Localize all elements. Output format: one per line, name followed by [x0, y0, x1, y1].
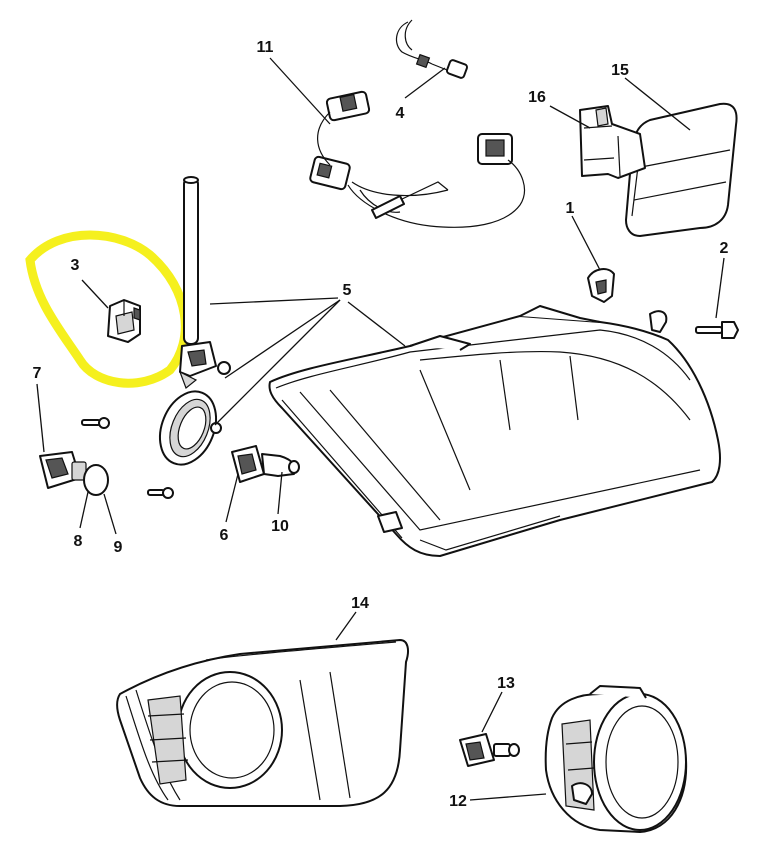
callout-3: 3	[71, 257, 80, 274]
sensor-part-4	[395, 19, 469, 79]
callout-7: 7	[33, 365, 42, 382]
callout-4: 4	[396, 105, 405, 122]
bolt-part-2	[695, 321, 739, 339]
lamp-socket-part-7	[39, 451, 81, 489]
callout-labels: 11 4 15 16 1 2 3 5 7 8 9 6 10 14 13 12	[33, 39, 729, 810]
fog-bulb-part-13	[459, 733, 520, 767]
callout-2: 2	[720, 240, 729, 257]
callout-14: 14	[351, 595, 369, 612]
callout-8: 8	[74, 533, 83, 550]
callout-10: 10	[271, 518, 289, 535]
screw-upper	[81, 417, 110, 429]
wiring-harness-part-11	[309, 90, 525, 228]
fog-lamp-part-12	[544, 685, 688, 833]
bulb-glass-part-9	[83, 464, 109, 496]
highlight-ring	[25, 230, 190, 388]
callout-9: 9	[114, 539, 123, 556]
callout-12: 12	[449, 793, 467, 810]
callout-16: 16	[528, 89, 546, 106]
adjuster-rod-part-5	[178, 176, 231, 389]
callout-6: 6	[220, 527, 229, 544]
callout-11: 11	[257, 39, 274, 56]
screw-lower	[147, 487, 174, 499]
clip-part-1	[587, 268, 615, 303]
callout-13: 13	[497, 675, 515, 692]
side-marker-lamp-part-15	[625, 102, 738, 237]
callout-5: 5	[343, 282, 352, 299]
headlamp-bulb-part-10	[261, 453, 300, 477]
callout-15: 15	[611, 62, 629, 79]
headlamp-assembly-part-5	[268, 305, 721, 557]
fog-lamp-bezel-part-14	[116, 639, 409, 807]
retainer-clip-part-3	[107, 299, 141, 343]
leader-lines	[36, 57, 725, 801]
callout-1: 1	[566, 200, 575, 217]
lamp-socket-part-16	[579, 105, 646, 179]
bulb-seal	[159, 390, 222, 466]
